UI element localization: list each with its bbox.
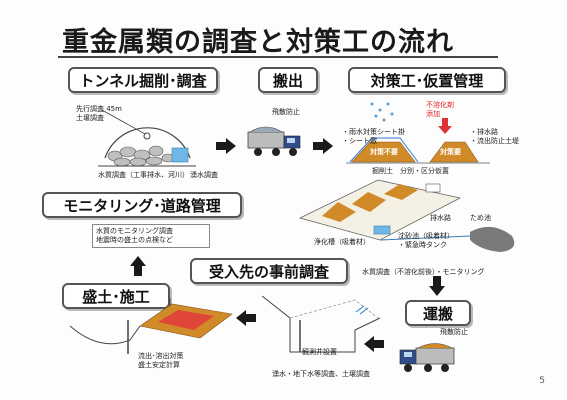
- arrow-right-2: [313, 138, 333, 154]
- arrow-up: [130, 256, 146, 276]
- truck-icon: [247, 126, 301, 156]
- page-number: 5: [539, 376, 545, 386]
- settling-pond-label: 沈砂池（吸着材） ・緊急時タンク: [398, 232, 454, 249]
- truck-icon-2: [399, 343, 455, 372]
- water-quality-survey-label: 水質調査（工事排水、河川）: [98, 171, 189, 179]
- step-monitoring: モニタリング･道路管理: [42, 192, 242, 218]
- drainage-label-1: ・排水路: [470, 128, 498, 136]
- page-title: 重金属類の調査と対策工の流れ: [62, 27, 454, 58]
- arrow-down: [429, 276, 445, 296]
- water-monitoring-label: 水質調査（不溶化前後）・モニタリング: [362, 268, 485, 276]
- monitoring-desc-label: 水質のモニタリング調査 地震時の盛土の点検など: [96, 227, 173, 244]
- step-embankment: 盛土･施工: [62, 283, 170, 309]
- rain-sheet-label: ・雨水対策シート掛: [342, 128, 405, 136]
- sheet-cover-label: ・シート敷: [342, 137, 377, 145]
- dust-prevention-label-2: 飛散防止: [440, 328, 468, 336]
- groundwater-survey-label: 湧水・地下水等調査、土壌調査: [272, 370, 370, 378]
- drainage-label-2: 排水路: [430, 214, 451, 222]
- step-countermeasure: 対策工･仮置管理: [348, 67, 506, 93]
- arrow-right-1: [216, 138, 236, 154]
- dust-prevention-label-1: 飛散防止: [272, 108, 300, 116]
- soil-survey-label: 土壌調査: [76, 114, 104, 122]
- insoluble-added-label: 不溶化剤 添加: [426, 101, 454, 118]
- observation-well-label: 観測井設置: [302, 348, 337, 356]
- reservoir-label: ため池: [470, 214, 491, 222]
- monitoring-desc-box: [92, 224, 210, 248]
- spring-survey-label: 湧水調査: [190, 171, 218, 179]
- step-export: 搬出: [258, 67, 318, 93]
- purification-tank-label: 浄化槽（吸着材）: [314, 238, 370, 246]
- arrow-left-1: [364, 336, 384, 352]
- title-underline: [58, 56, 498, 58]
- step-transport: 運搬: [405, 300, 471, 326]
- measure-needed-label: 対策要: [440, 148, 461, 156]
- measure-unneeded-label: 対策不要: [370, 148, 398, 156]
- excavated-soil-label: 掘削土 分別・区分仮置: [372, 167, 449, 175]
- step-preinvestigation: 受入先の事前調査: [190, 258, 348, 284]
- advance-survey-label: 先行調査 45m: [76, 105, 122, 113]
- step-tunnel: トンネル掘削･調査: [68, 67, 218, 93]
- outflow-measures-label: 流出･溶出対策 盛土安定計算: [138, 352, 184, 369]
- arrow-left-2: [236, 310, 256, 326]
- runoff-soil-label: ・流出防止土堤: [470, 137, 519, 145]
